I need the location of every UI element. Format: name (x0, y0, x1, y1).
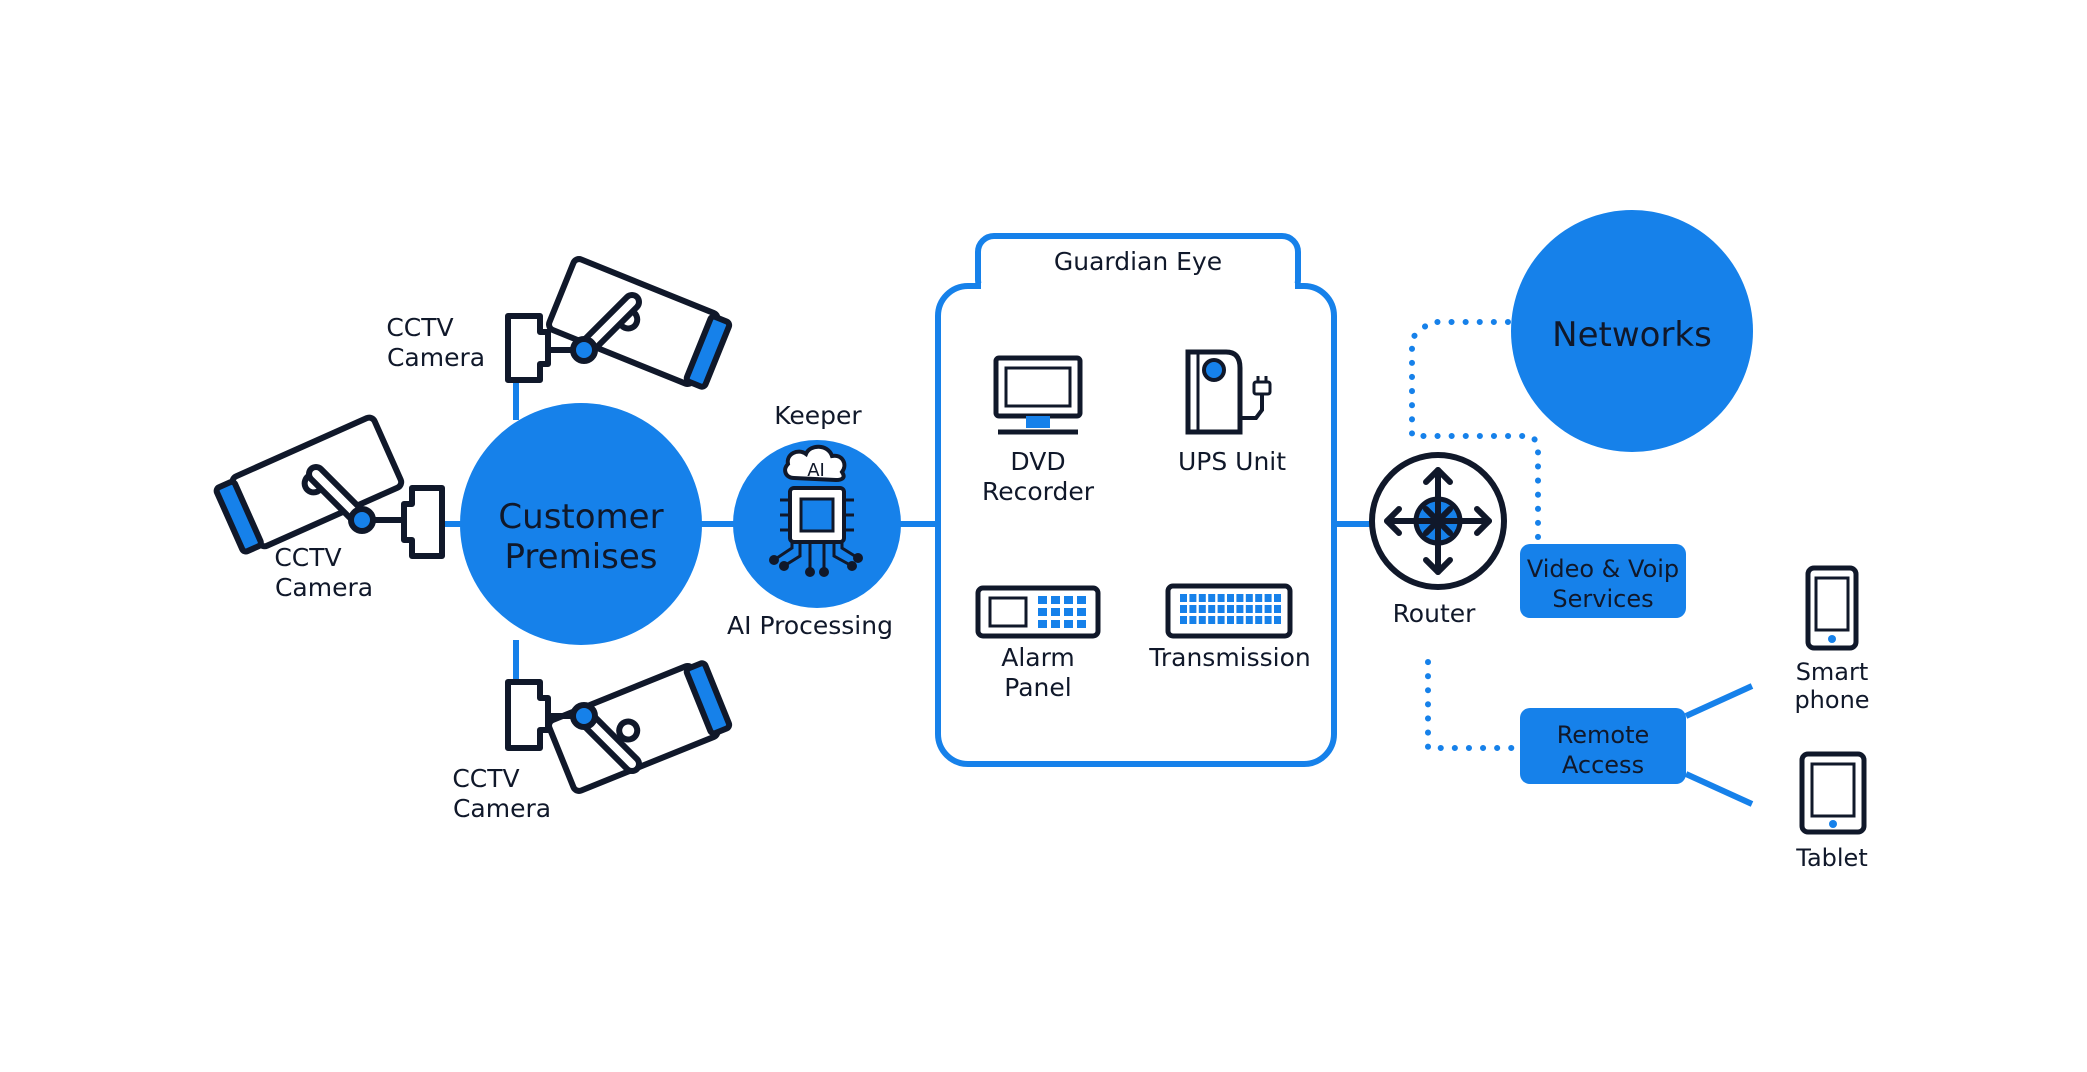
keyboard-key (1227, 616, 1234, 624)
ups-icon (1185, 349, 1272, 435)
keyboard-key (1180, 616, 1187, 624)
keyboard-key (1208, 616, 1216, 624)
keyboard-key (1189, 616, 1197, 624)
keyboard-key (1274, 616, 1281, 624)
remote-access-label-2: Access (1562, 751, 1644, 779)
keyboard-key (1208, 605, 1216, 613)
guardian-eye-title: Guardian Eye (1054, 247, 1222, 276)
keyboard-key (1227, 605, 1234, 613)
keyboard-key (1208, 594, 1216, 602)
dotted-link-remote (1425, 659, 1523, 751)
keeper-title: Keeper (774, 401, 862, 430)
cctv-camera-left-mount (306, 464, 445, 559)
ai-chip-text: AI (807, 460, 825, 481)
keyboard-key (1255, 605, 1263, 613)
customer-premises-label-1: Customer (498, 497, 663, 537)
keyboard-key (1245, 594, 1253, 602)
cctv-camera-top-mount (505, 292, 642, 383)
keyboard-key (1198, 605, 1206, 613)
keyboard-key (1198, 594, 1206, 602)
keyboard-key (1217, 594, 1225, 602)
keyboard-key (1264, 605, 1272, 613)
dvd-recorder-label-1: DVD (1010, 447, 1065, 476)
keyboard-key (1198, 616, 1206, 624)
ups-unit-label: UPS Unit (1178, 447, 1286, 476)
dvd-recorder-label-2: Recorder (982, 477, 1095, 506)
keyboard-key (1217, 605, 1225, 613)
cctv-camera-left (213, 414, 405, 555)
keyboard-key (1227, 594, 1234, 602)
dotted-link-networks (1409, 319, 1541, 547)
transmission-label: Transmission (1148, 643, 1311, 672)
cctv-camera-top (546, 256, 733, 390)
keyboard-key (1274, 605, 1281, 613)
line-remote-tablet (1684, 771, 1754, 807)
networks-label: Networks (1552, 315, 1712, 355)
keyboard-key (1255, 616, 1263, 624)
keyboard-key (1180, 605, 1187, 613)
line-remote-phone (1684, 683, 1754, 719)
keyboard-key (1264, 594, 1272, 602)
networks-circle (1511, 210, 1753, 452)
cctv-camera-bottom-mount (505, 679, 642, 774)
keyboard-key (1217, 616, 1225, 624)
tablet-icon (1799, 751, 1867, 835)
camera-left-label-2: Camera (275, 573, 373, 602)
camera-bottom-label-2: Camera (453, 794, 551, 823)
cctv-camera-icon (213, 414, 405, 555)
keyboard-key (1180, 594, 1187, 602)
alarm-panel-label-1: Alarm (1001, 643, 1075, 672)
keyboard-key (1236, 594, 1244, 602)
keyboard-key (1236, 605, 1244, 613)
video-voip-label-1: Video & Voip (1527, 555, 1679, 583)
remote-access-pill (1520, 708, 1686, 784)
keyboard-key (1274, 594, 1281, 602)
customer-premises-circle (460, 403, 702, 645)
video-voip-label-2: Services (1552, 585, 1653, 613)
guardian-eye-tab-joint (981, 283, 1295, 291)
monitor-icon (993, 355, 1083, 435)
camera-bottom-label-1: CCTV (452, 764, 519, 793)
smartphone-label-1: Smart (1796, 658, 1869, 686)
tablet-label: Tablet (1795, 844, 1867, 872)
smartphone-icon (1805, 565, 1859, 651)
keyboard-key (1255, 594, 1263, 602)
cctv-camera-icon (546, 660, 733, 794)
camera-left-label-1: CCTV (274, 543, 341, 572)
router-icon (1369, 452, 1507, 590)
keeper-caption: AI Processing (727, 611, 893, 640)
keyboard-key (1189, 605, 1197, 613)
camera-top-label-1: CCTV (386, 313, 453, 342)
keyboard-key (1236, 616, 1244, 624)
keyboard-key (1245, 616, 1253, 624)
cctv-camera-icon (546, 256, 733, 390)
keyboard-icon (1165, 583, 1293, 639)
remote-access-label-1: Remote (1557, 721, 1650, 749)
router-label: Router (1393, 599, 1477, 628)
ai-chip-icon: AI (769, 444, 863, 577)
customer-premises-label-2: Premises (505, 537, 658, 577)
alarm-panel-label-2: Panel (1004, 673, 1071, 702)
keyboard-key (1189, 594, 1197, 602)
cctv-camera-bottom (546, 660, 733, 794)
keyboard-key (1264, 616, 1272, 624)
camera-top-label-2: Camera (387, 343, 485, 372)
alarm-panel-icon (975, 585, 1101, 639)
smartphone-label-2: phone (1794, 686, 1869, 714)
video-voip-pill (1520, 544, 1686, 618)
keyboard-key (1245, 605, 1253, 613)
